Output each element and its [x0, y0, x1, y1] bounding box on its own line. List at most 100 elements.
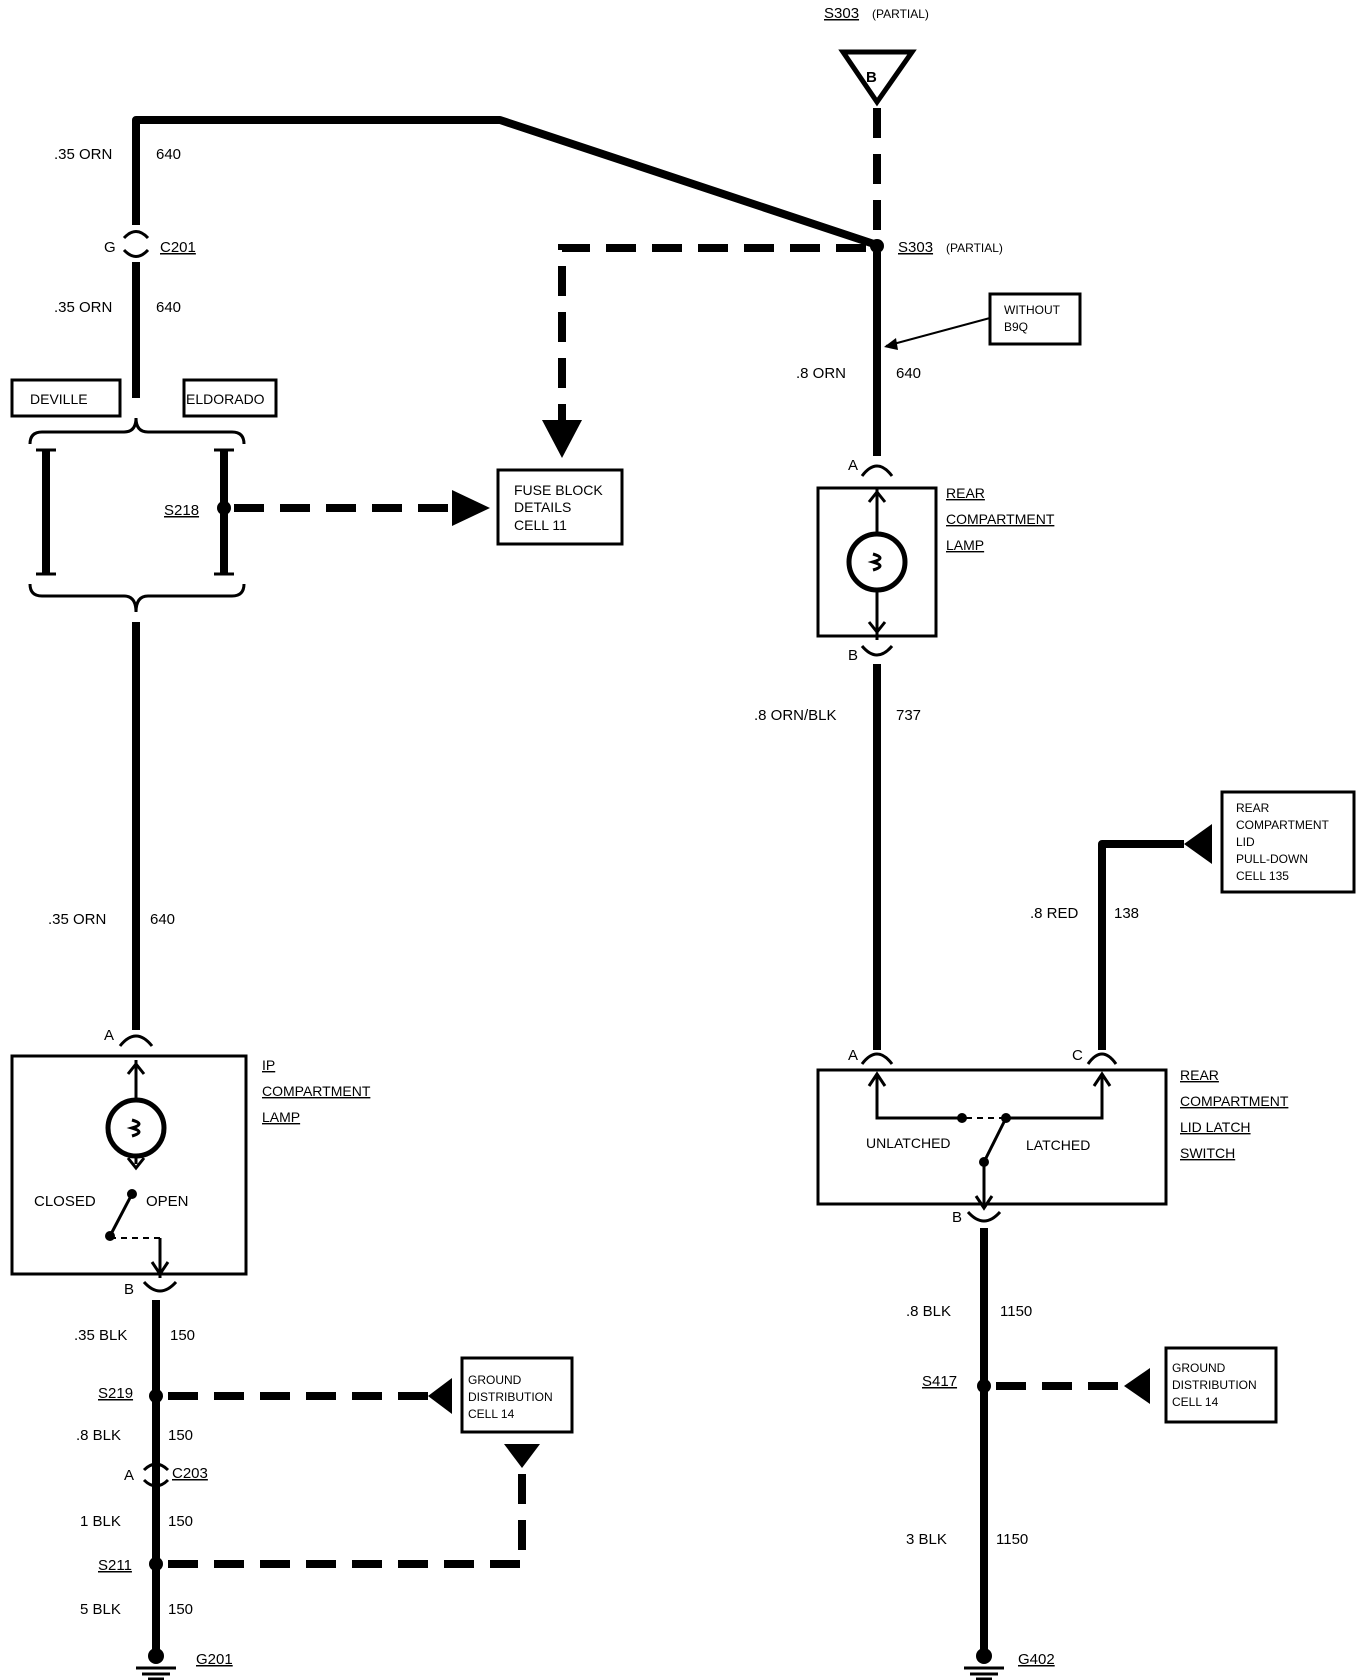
- s211-splice-dot: [149, 1557, 163, 1571]
- right-wire3-circuit: 138: [1114, 905, 1139, 922]
- rear-lamp-pin-b: B: [848, 647, 858, 664]
- s303-qualifier: (PARTIAL): [946, 241, 1003, 255]
- s211-label: S211: [98, 1557, 132, 1574]
- c203-label: C203: [172, 1465, 208, 1482]
- latch-pin-c: C: [1072, 1047, 1083, 1064]
- left-wire1-gauge: .35 ORN: [54, 146, 112, 163]
- rear-lamp-pin-b-connector: [860, 645, 894, 657]
- top-connector-qualifier: (PARTIAL): [872, 7, 929, 21]
- pulldown-line4: PULL-DOWN: [1236, 852, 1308, 866]
- left-wire4-gauge: .35 BLK: [74, 1327, 127, 1344]
- latch-latched: LATCHED: [1026, 1137, 1090, 1153]
- rear-lamp-name1: REAR: [946, 485, 985, 501]
- pulldown-box: [1220, 790, 1356, 894]
- left-wire4-circuit: 150: [170, 1327, 195, 1344]
- pulldown-line5: CELL 135: [1236, 869, 1289, 883]
- right-wire1-circuit: 640: [896, 365, 921, 382]
- right-wire2-circuit: 737: [896, 707, 921, 724]
- fuse-block-line3: CELL 11: [514, 517, 567, 533]
- ip-lamp-name2: COMPARTMENT: [262, 1083, 371, 1099]
- arrow-ground-dist-left: [428, 1378, 452, 1414]
- right-wire1-gauge: .8 ORN: [796, 365, 846, 382]
- s417-label: S417: [922, 1373, 957, 1390]
- arrow-down-fuse: [542, 420, 582, 458]
- left-wire7-circuit: 150: [168, 1601, 193, 1618]
- ip-lamp-open: OPEN: [146, 1193, 189, 1210]
- fuse-block-line2: DETAILS: [514, 499, 571, 515]
- c203-connector: [142, 1462, 170, 1488]
- arrow-to-fuse-block: [452, 490, 490, 526]
- latch-pin-b-connector: [966, 1210, 1002, 1223]
- deville-box: [10, 378, 122, 418]
- g201-label: G201: [196, 1651, 233, 1668]
- right-wire2-gauge: .8 ORN/BLK: [754, 707, 837, 724]
- left-wire7-gauge: 5 BLK: [80, 1601, 121, 1618]
- without-b9q-leader: [885, 317, 991, 347]
- rear-lamp-pin-a-connector: [860, 464, 894, 477]
- pulldown-line1: REAR: [1236, 801, 1270, 815]
- fuse-block-line1: FUSE BLOCK: [514, 482, 603, 498]
- g402-label: G402: [1018, 1651, 1055, 1668]
- arrow-up-ground-dist: [504, 1444, 540, 1468]
- left-wire6-gauge: 1 BLK: [80, 1513, 121, 1530]
- ip-lamp-bulb: [105, 1060, 167, 1171]
- deville-label: DEVILLE: [30, 391, 88, 407]
- ground-dist-left-line1: GROUND: [468, 1373, 522, 1387]
- without-b9q-box: [988, 292, 1082, 346]
- right-wire4-gauge: .8 BLK: [906, 1303, 951, 1320]
- wire-138: [1098, 840, 1184, 1050]
- ground-dist-left-line2: DISTRIBUTION: [468, 1390, 553, 1404]
- deville-bracket: [36, 448, 56, 576]
- s417-splice-dot: [977, 1379, 991, 1393]
- rear-lamp-name2: COMPARTMENT: [946, 511, 1055, 527]
- c201-pin: G: [104, 239, 116, 256]
- wire-640-top: [132, 116, 876, 248]
- pulldown-line2: COMPARTMENT: [1236, 818, 1330, 832]
- top-connector-label: S303: [824, 5, 859, 22]
- ip-lamp-pin-a: A: [104, 1027, 114, 1044]
- ground-dist-right-line3: CELL 14: [1172, 1395, 1219, 1409]
- latch-switch-mechanism: [867, 1071, 1112, 1211]
- latch-pin-a-connector: [860, 1052, 894, 1065]
- latch-name1: REAR: [1180, 1067, 1219, 1083]
- without-b9q-arrowhead: [884, 338, 898, 350]
- eldorado-box: [182, 378, 278, 418]
- fuse-block-box: [496, 468, 624, 546]
- ip-lamp-closed: CLOSED: [34, 1193, 96, 1210]
- ip-lamp-name3: LAMP: [262, 1109, 300, 1125]
- left-wire5-gauge: .8 BLK: [76, 1427, 121, 1444]
- latch-pin-b: B: [952, 1209, 962, 1226]
- ground-dist-right-line1: GROUND: [1172, 1361, 1226, 1375]
- rear-lamp-pin-a: A: [848, 457, 858, 474]
- arrow-pulldown: [1184, 824, 1212, 864]
- s219-label: S219: [98, 1385, 133, 1402]
- ground-symbol-right: [964, 1648, 1004, 1680]
- right-wire5-circuit: 1150: [996, 1531, 1028, 1548]
- without-b9q-line2: B9Q: [1004, 320, 1028, 334]
- latch-pin-a: A: [848, 1047, 858, 1064]
- c201-label: C201: [160, 239, 196, 256]
- left-wire2-circuit: 640: [156, 299, 181, 316]
- without-b9q-line1: WITHOUT: [1004, 303, 1061, 317]
- arrow-ground-dist-right: [1124, 1368, 1150, 1404]
- wire-s211-to-ground-dist: [168, 1462, 526, 1568]
- left-wire3-circuit: 640: [150, 911, 175, 928]
- s218-label: S218: [164, 502, 199, 519]
- connector-b-letter: B: [866, 69, 877, 86]
- ground-dist-box-left: [460, 1356, 574, 1434]
- ip-lamp-pin-b-connector: [142, 1280, 178, 1293]
- left-wire5-circuit: 150: [168, 1427, 193, 1444]
- right-wire3-gauge: .8 RED: [1030, 905, 1079, 922]
- latch-pin-c-connector: [1086, 1052, 1118, 1065]
- s303-splice-dot: [870, 239, 884, 253]
- latch-unlatched: UNLATCHED: [866, 1135, 951, 1151]
- left-wire6-circuit: 150: [168, 1513, 193, 1530]
- ground-dist-left-line3: CELL 14: [468, 1407, 515, 1421]
- wire-s303-to-fuse: [558, 244, 866, 420]
- c203-pin: A: [124, 1467, 134, 1484]
- c201-connector: [122, 230, 150, 258]
- latch-name3: LID LATCH: [1180, 1119, 1251, 1135]
- rear-lamp-bulb: [846, 488, 908, 640]
- ip-lamp-name1: IP: [262, 1057, 275, 1073]
